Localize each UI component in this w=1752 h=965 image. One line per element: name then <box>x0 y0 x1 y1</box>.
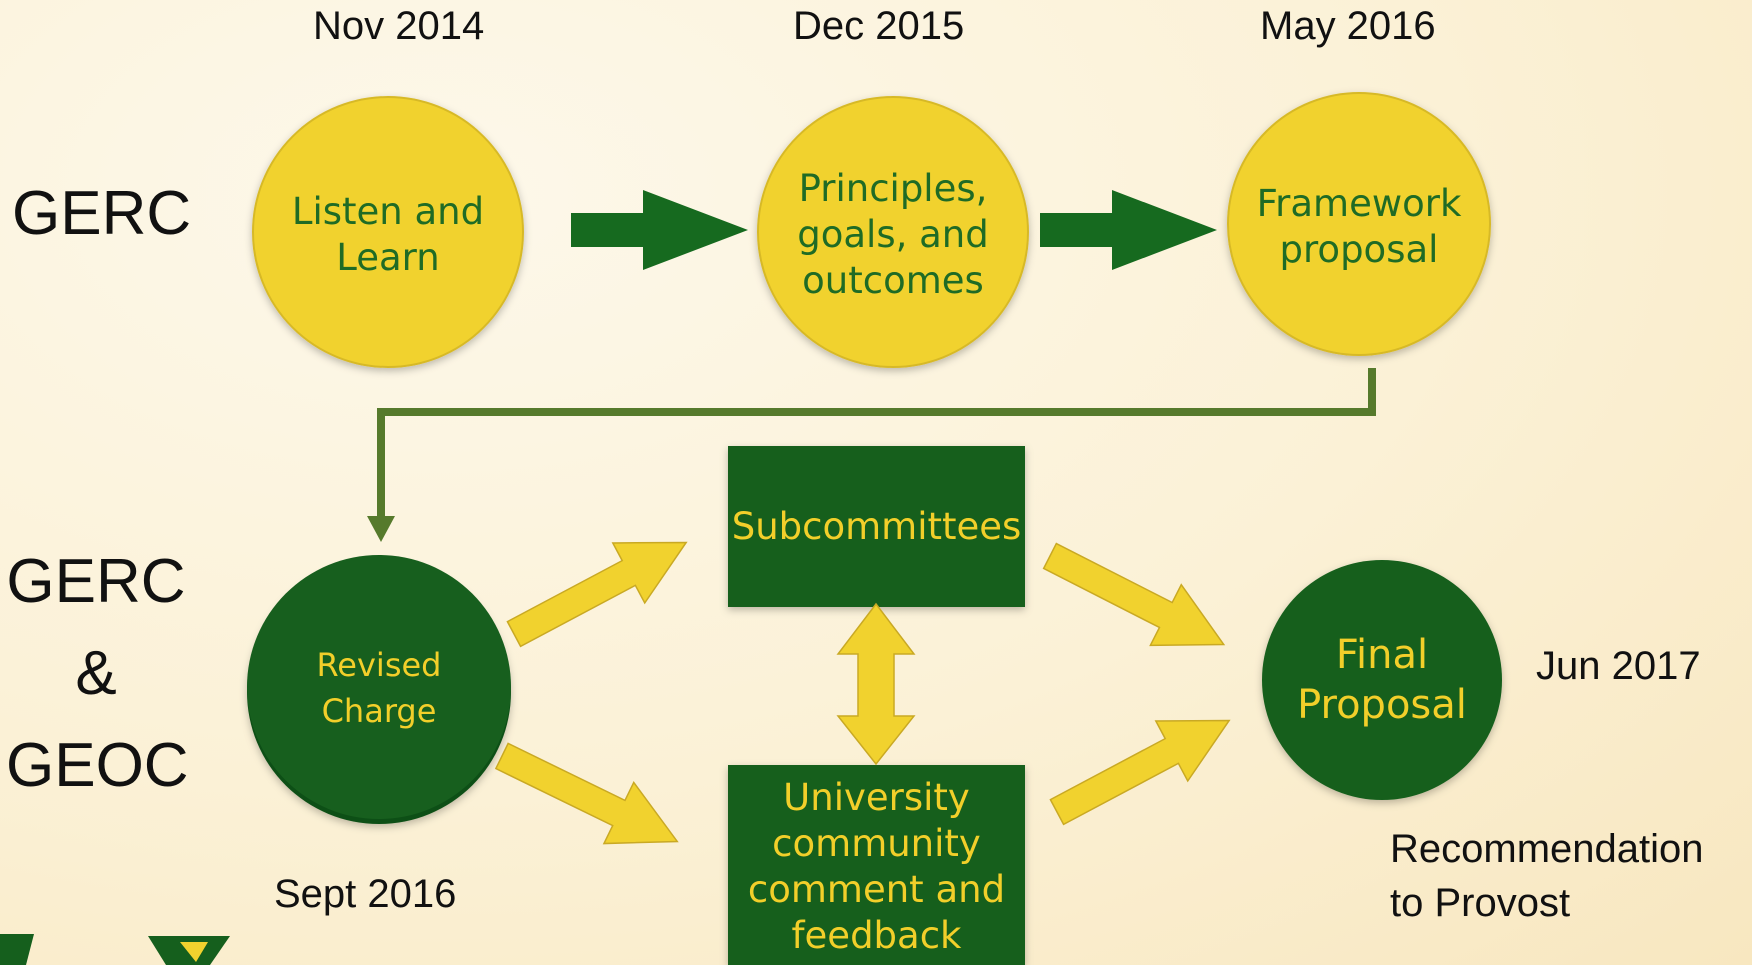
subcommittees-text: Subcommittees <box>731 504 1022 548</box>
community-text: University community comment and feedbac… <box>728 772 1025 962</box>
framework-line-2: proposal <box>1279 228 1439 271</box>
row-label-ampersand: & <box>75 639 117 708</box>
principles-line-2: goals, and <box>797 213 989 256</box>
connector-line <box>377 368 1376 522</box>
arrow-revised-to-community <box>494 742 679 845</box>
revised-charge-line-1: Revised <box>316 646 442 684</box>
final-proposal-text: Final Proposal <box>1262 610 1502 750</box>
principles-line-3: outcomes <box>802 259 984 302</box>
community-line-4: feedback <box>791 914 962 957</box>
framework-circle <box>1227 92 1491 356</box>
principles-circle <box>757 96 1029 368</box>
revised-charge-line-2: Charge <box>321 692 437 730</box>
recommendation-line-2: to Provost <box>1390 881 1571 925</box>
connector-arrowhead <box>367 516 395 542</box>
listen-learn-circle <box>252 96 524 368</box>
arrow-community-to-final <box>1049 719 1231 826</box>
row-label-gerc-geoc: GERC & GEOC <box>6 536 189 812</box>
date-nov-2014: Nov 2014 <box>313 4 485 48</box>
university-logo <box>0 934 230 965</box>
arrow-revised-to-subcommittees <box>506 541 688 648</box>
community-box <box>728 765 1025 965</box>
final-proposal-line-2: Proposal <box>1297 682 1467 728</box>
subcommittees-box <box>728 446 1025 607</box>
arrow-listen-to-principles <box>571 190 748 270</box>
row-label-geoc: GEOC <box>6 731 189 800</box>
revised-charge-text: Revised Charge <box>249 618 509 758</box>
listen-learn-line-2: Learn <box>336 236 440 279</box>
arrow-principles-to-framework <box>1040 190 1217 270</box>
listen-learn-line-1: Listen and <box>291 190 485 233</box>
listen-learn-text: Listen and Learn <box>253 160 523 310</box>
principles-text: Principles, goals, and outcomes <box>758 160 1028 310</box>
arrow-subcommittees-to-final <box>1042 542 1226 647</box>
principles-line-1: Principles, <box>798 167 988 210</box>
community-line-2: community <box>772 822 981 865</box>
community-line-1: University <box>783 776 970 819</box>
final-proposal-line-1: Final <box>1335 632 1429 678</box>
date-jun-2017: Jun 2017 <box>1536 644 1701 688</box>
row-label-gerc: GERC <box>12 179 192 248</box>
date-may-2016: May 2016 <box>1260 4 1436 48</box>
date-sept-2016: Sept 2016 <box>274 872 457 916</box>
framework-text: Framework proposal <box>1228 152 1490 302</box>
date-dec-2015: Dec 2015 <box>793 4 965 48</box>
recommendation-line-1: Recommendation <box>1390 827 1704 871</box>
community-line-3: comment and <box>747 868 1006 911</box>
final-proposal-circle <box>1262 560 1502 800</box>
framework-line-1: Framework <box>1256 182 1462 225</box>
double-arrow-subcommittees-community <box>836 602 916 766</box>
revised-charge-circle-face <box>247 555 511 819</box>
recommendation-note: Recommendation to Provost <box>1390 822 1704 930</box>
row-label-gerc-2: GERC <box>6 547 186 616</box>
